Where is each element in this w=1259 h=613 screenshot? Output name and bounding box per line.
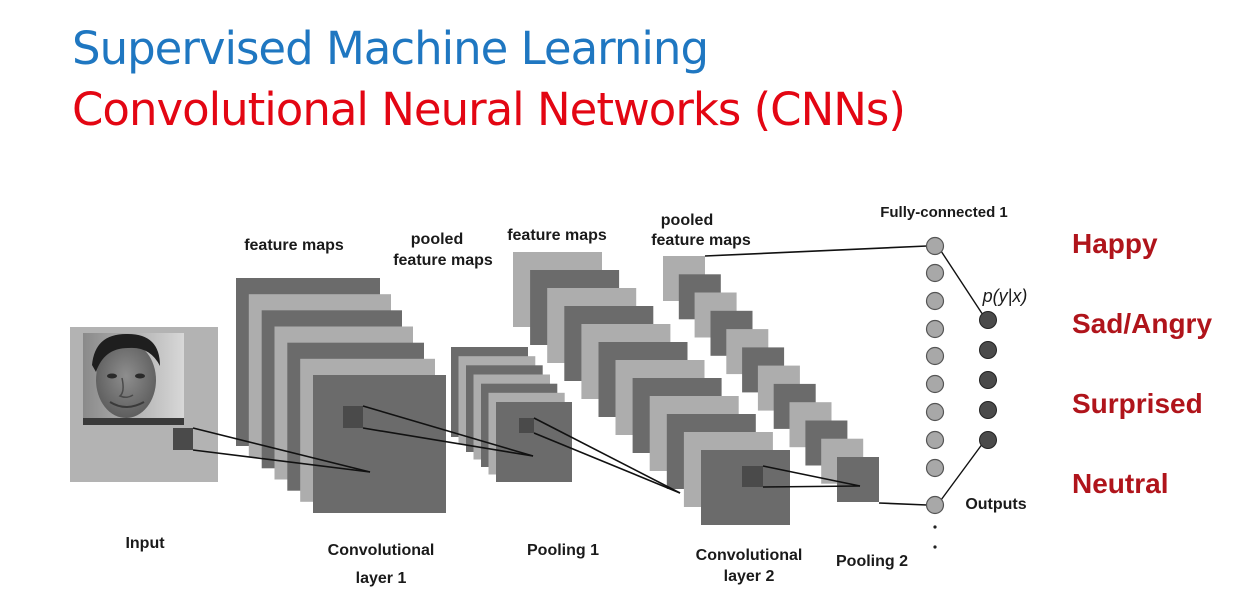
fc-node-2 — [925, 263, 945, 283]
connection-line-7 — [762, 465, 861, 487]
fc-node-10 — [925, 495, 945, 515]
label-probability: p(y|x) — [982, 286, 1028, 306]
fc-node-8 — [925, 430, 945, 450]
label-feature-maps-1: feature maps — [244, 237, 344, 254]
connection-line-1 — [192, 427, 371, 473]
label-conv2-line1: Convolutional — [696, 547, 803, 564]
output-node-1 — [979, 311, 997, 329]
label-pool1: Pooling 1 — [527, 542, 599, 559]
input-kernel — [173, 428, 193, 450]
label-conv1-line2: layer 1 — [356, 570, 407, 587]
fc-node-6 — [925, 374, 945, 394]
pool1-kernel — [519, 418, 534, 433]
fc-node-3 — [925, 291, 945, 311]
label-fully-connected: Fully-connected 1 — [880, 204, 1008, 221]
connection-line-6 — [533, 432, 681, 494]
connection-line-9 — [704, 245, 928, 257]
label-outputs: Outputs — [965, 496, 1026, 513]
class-label-sad-angry: Sad/Angry — [1072, 308, 1213, 339]
connection-line-5 — [533, 417, 681, 494]
output-node-4 — [979, 401, 997, 419]
label-pooled-1-line2: feature maps — [393, 252, 493, 269]
class-label-surprised: Surprised — [1072, 388, 1203, 419]
label-pooled-1-line1: pooled — [411, 231, 463, 248]
conv1-map-7 — [313, 375, 446, 513]
conv2-kernel — [742, 466, 763, 487]
fc-node-9 — [925, 458, 945, 478]
conv2-feature-maps-stack — [513, 252, 790, 525]
output-node-3 — [979, 371, 997, 389]
label-pooled-2-line2: feature maps — [651, 232, 751, 249]
title-line-2: Convolutional Neural Networks (CNNs) — [72, 83, 906, 136]
class-label-happy: Happy — [1072, 228, 1158, 259]
connection-line-4 — [362, 427, 534, 457]
connection-line-2 — [192, 449, 371, 473]
receptive-field-lines — [192, 245, 984, 506]
pool1-feature-maps-stack — [451, 347, 572, 482]
label-conv2-line2: layer 2 — [724, 568, 775, 585]
connection-line-8 — [762, 485, 861, 488]
fc-to-output-line — [940, 250, 984, 316]
fc-node-7 — [925, 402, 945, 422]
pool2-feature-maps-stack — [663, 256, 879, 502]
label-input: Input — [125, 535, 165, 552]
label-pooled-2-line1: pooled — [661, 212, 713, 229]
connection-line-3 — [362, 405, 534, 457]
fc-node-4 — [925, 319, 945, 339]
output-layer — [979, 311, 997, 449]
pool2-map-12 — [837, 457, 879, 502]
ellipsis-dot — [933, 545, 937, 549]
conv1-feature-maps-stack — [236, 278, 446, 513]
label-conv1-line1: Convolutional — [328, 542, 435, 559]
title-line-1: Supervised Machine Learning — [72, 22, 709, 75]
class-label-neutral: Neutral — [1072, 468, 1169, 499]
label-feature-maps-2: feature maps — [507, 227, 607, 244]
fully-connected-layer — [925, 236, 945, 515]
fc-to-output-line — [940, 442, 984, 501]
face-photo — [83, 333, 184, 425]
fc-node-5 — [925, 346, 945, 366]
output-node-2 — [979, 341, 997, 359]
input-image — [70, 327, 218, 482]
connection-line-10 — [878, 502, 928, 506]
pool1-map-7 — [496, 402, 572, 482]
output-node-5 — [979, 431, 997, 449]
label-pool2: Pooling 2 — [836, 553, 908, 570]
ellipsis-dot — [933, 525, 937, 529]
conv1-kernel — [343, 406, 363, 428]
fc-node-1 — [925, 236, 945, 256]
